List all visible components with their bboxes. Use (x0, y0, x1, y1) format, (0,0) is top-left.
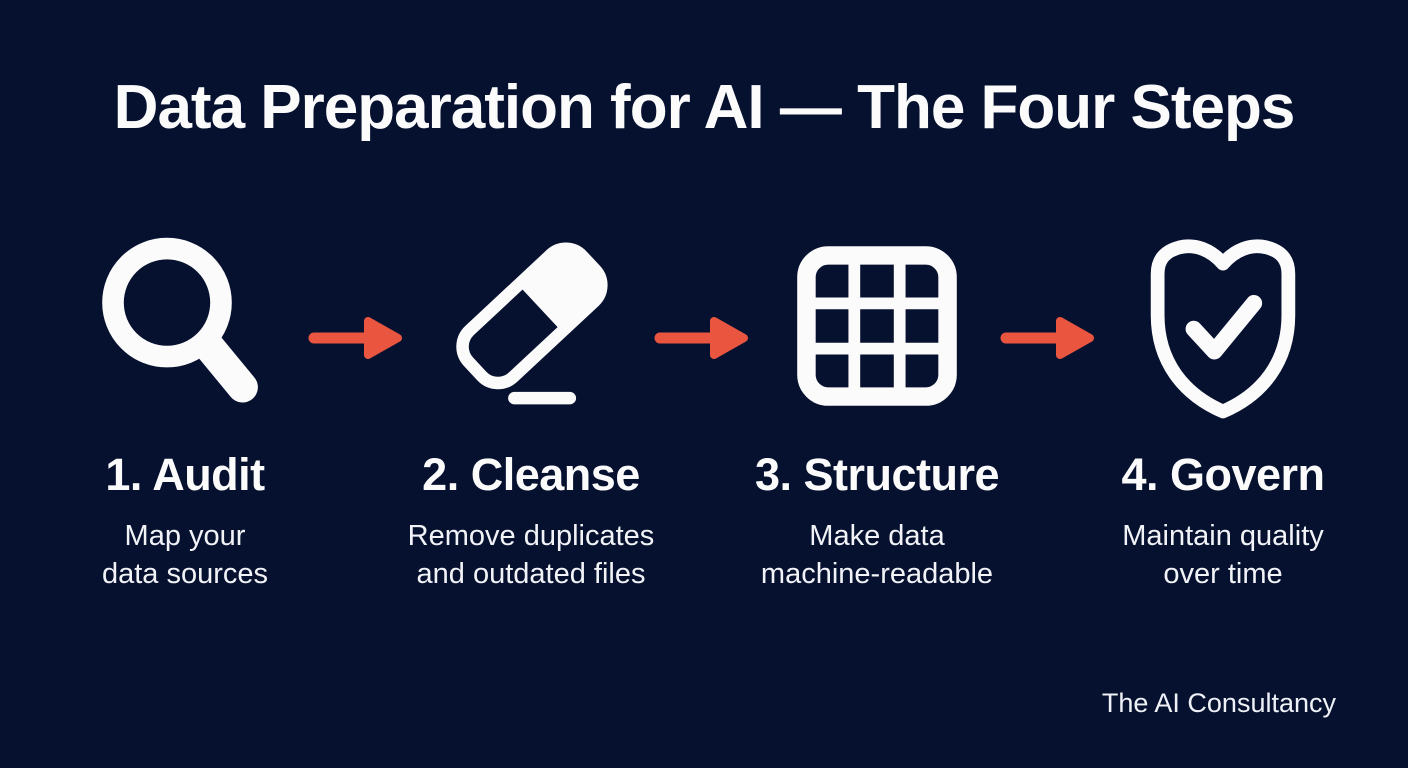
step-audit: 1. Audit Map your data sources (35, 228, 335, 593)
step-label-audit: 1. Audit (105, 449, 265, 500)
step-desc-govern: Maintain quality over time (1122, 520, 1324, 590)
step-cleanse: 2. Cleanse Remove duplicates and outdate… (381, 228, 681, 593)
brand-footer: The AI Consultancy (1101, 688, 1336, 718)
step-desc-audit: Map your data sources (101, 520, 269, 590)
page-title: Data Preparation for AI — The Four Steps (113, 73, 1296, 142)
step-label-cleanse: 2. Cleanse (422, 449, 640, 500)
steps-row: 1. Audit Map your data sources 2. Clea (0, 228, 1408, 593)
step-govern: 4. Govern Maintain quality over time (1073, 228, 1373, 593)
step-label-structure: 3. Structure (754, 449, 1000, 500)
arrow-right-icon (1000, 228, 1094, 423)
step-structure: 3. Structure Make data machine-readable (727, 228, 1027, 593)
step-label-govern: 4. Govern (1121, 449, 1325, 500)
step-desc-cleanse: Remove duplicates and outdated files (407, 520, 655, 590)
grid-icon (727, 228, 1027, 423)
shield-check-icon (1073, 228, 1373, 423)
eraser-icon (381, 228, 681, 423)
arrow-right-icon (654, 228, 748, 423)
step-desc-structure: Make data machine-readable (760, 520, 994, 590)
arrow-right-icon (308, 228, 402, 423)
magnifying-glass-icon (35, 228, 335, 423)
